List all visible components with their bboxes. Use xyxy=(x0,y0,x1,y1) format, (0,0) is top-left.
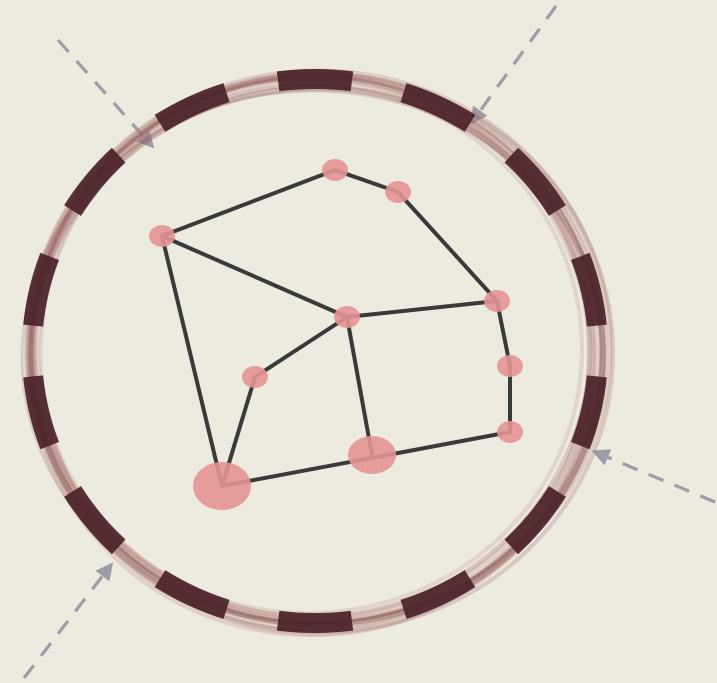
node-n1 xyxy=(149,225,175,247)
edge-n1-n10 xyxy=(162,236,222,486)
node-n2 xyxy=(322,159,348,181)
node-n10 xyxy=(193,462,251,510)
edge-n4-n9 xyxy=(347,317,372,455)
node-n8 xyxy=(497,421,523,443)
boundary-ring xyxy=(22,73,613,635)
node-n6 xyxy=(497,355,523,377)
ring-segment xyxy=(73,155,119,211)
ring-segment xyxy=(33,376,50,445)
edges-layer xyxy=(162,170,510,486)
node-n9 xyxy=(348,436,396,474)
edge-n4-n5 xyxy=(347,301,497,317)
edge-n1-n4 xyxy=(162,236,347,317)
edge-n4-n7 xyxy=(255,317,347,377)
ring-segment xyxy=(580,376,597,445)
node-n4 xyxy=(334,306,360,328)
ring-segment xyxy=(580,256,597,325)
ring-segment xyxy=(278,79,352,81)
ring-segment xyxy=(33,256,50,325)
node-n3 xyxy=(385,181,411,203)
node-n5 xyxy=(484,290,510,312)
edge-n1-n2 xyxy=(162,170,335,236)
arrow-top-right xyxy=(472,6,556,122)
arrow-bottom-left xyxy=(24,565,111,678)
arrow-right xyxy=(595,452,715,502)
ring-segment xyxy=(160,579,227,610)
nodes-layer xyxy=(149,159,523,510)
node-n7 xyxy=(242,366,268,388)
edge-n3-n5 xyxy=(398,192,497,301)
ring-segment xyxy=(278,621,352,623)
